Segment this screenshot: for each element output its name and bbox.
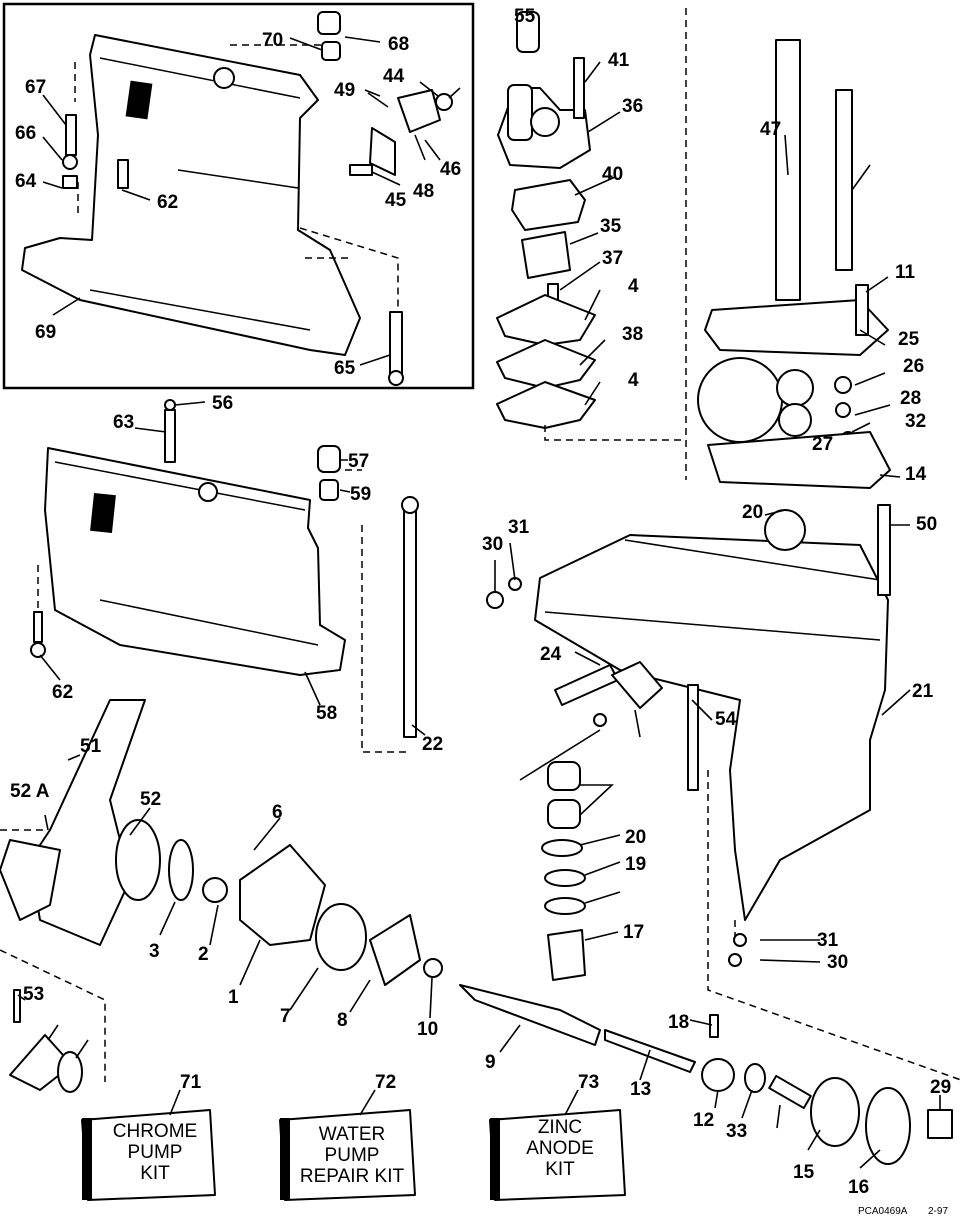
gearcase bbox=[486, 504, 891, 921]
callout: 59 bbox=[350, 484, 371, 505]
callout: 57 bbox=[348, 451, 369, 472]
callout: 33 bbox=[726, 1121, 747, 1142]
callout: 51 bbox=[80, 736, 102, 757]
callout: 32 bbox=[905, 411, 926, 432]
callout: 7 bbox=[280, 1006, 291, 1027]
callout: 16 bbox=[848, 1177, 869, 1198]
kit-71-number: 71 bbox=[180, 1072, 202, 1093]
drawing-date: 2-97 bbox=[928, 1206, 948, 1217]
callout: 2 bbox=[198, 944, 209, 965]
kit-72-number: 72 bbox=[375, 1072, 396, 1093]
kit-boxes bbox=[81, 1109, 626, 1201]
drawing-code: PCA0469A bbox=[858, 1206, 908, 1217]
kit-73-line2: ANODE bbox=[526, 1138, 594, 1159]
callout: 38 bbox=[622, 324, 643, 345]
kit-labels: 71 CHROME PUMP KIT 72 WATER PUMP REPAIR … bbox=[113, 1072, 599, 1187]
callout: 30 bbox=[827, 952, 848, 973]
callout: 13 bbox=[630, 1079, 651, 1100]
callout: 37 bbox=[602, 248, 623, 269]
callout: 63 bbox=[113, 412, 134, 433]
callout: 26 bbox=[903, 356, 924, 377]
callout: 35 bbox=[600, 216, 622, 237]
callout: 50 bbox=[916, 514, 937, 535]
callout: 6 bbox=[272, 802, 283, 823]
callout: 22 bbox=[422, 734, 443, 755]
inset-small-parts bbox=[62, 11, 453, 386]
callout: 62 bbox=[157, 192, 178, 213]
callout: 53 bbox=[23, 984, 44, 1005]
callout: 20 bbox=[742, 502, 763, 523]
callout: 20 bbox=[625, 827, 646, 848]
callout: 18 bbox=[668, 1012, 689, 1033]
callout: 19 bbox=[625, 854, 646, 875]
callout: 8 bbox=[337, 1010, 348, 1031]
callout: 49 bbox=[334, 80, 355, 101]
water-pump-parts bbox=[496, 11, 596, 429]
callout: 31 bbox=[508, 517, 530, 538]
callout: 12 bbox=[693, 1110, 714, 1131]
callout: 52 A bbox=[10, 781, 50, 802]
callout-numbers: 68 70 67 66 64 62 49 44 45 48 46 69 65 5… bbox=[10, 6, 951, 1198]
callout: 17 bbox=[623, 922, 644, 943]
inset-exhaust-housing bbox=[21, 34, 361, 356]
inset-frame bbox=[2, 2, 475, 390]
kit-73-line3: KIT bbox=[545, 1159, 575, 1180]
callout: 65 bbox=[334, 358, 356, 379]
callout: 28 bbox=[900, 388, 921, 409]
kit-71-line1: CHROME bbox=[113, 1121, 197, 1142]
callout: 46 bbox=[440, 159, 461, 180]
callout: 47 bbox=[760, 119, 781, 140]
callout: 4 bbox=[628, 370, 639, 391]
callout: 45 bbox=[385, 190, 407, 211]
kit-72-line1: WATER bbox=[319, 1124, 386, 1145]
callout: 66 bbox=[15, 123, 36, 144]
callout: 55 bbox=[514, 6, 536, 27]
callout: 14 bbox=[905, 464, 927, 485]
callout: 52 bbox=[140, 789, 161, 810]
callout: 15 bbox=[793, 1162, 815, 1183]
callout: 70 bbox=[262, 30, 283, 51]
callout: 29 bbox=[930, 1077, 951, 1098]
callout: 9 bbox=[485, 1052, 496, 1073]
pinion-stack bbox=[541, 761, 747, 981]
callout: 24 bbox=[540, 644, 562, 665]
callout: 21 bbox=[912, 681, 934, 702]
kit-71-line3: KIT bbox=[140, 1163, 170, 1184]
callout: 1 bbox=[228, 987, 239, 1008]
callout: 62 bbox=[52, 682, 73, 703]
callout: 54 bbox=[715, 709, 737, 730]
kit-71-line2: PUMP bbox=[128, 1142, 183, 1163]
callout: 11 bbox=[895, 262, 916, 283]
callout: 58 bbox=[316, 703, 337, 724]
leader-lines bbox=[17, 36, 941, 1169]
callout: 44 bbox=[383, 66, 405, 87]
callout: 31 bbox=[817, 930, 839, 951]
driveshaft-parts bbox=[697, 39, 891, 489]
kit-72-line2: PUMP bbox=[325, 1145, 380, 1166]
callout: 36 bbox=[622, 96, 643, 117]
callout: 10 bbox=[417, 1019, 438, 1040]
callout: 30 bbox=[482, 534, 503, 555]
callout: 40 bbox=[602, 164, 623, 185]
callout: 67 bbox=[25, 77, 46, 98]
callout: 48 bbox=[413, 181, 434, 202]
callout: 56 bbox=[212, 393, 233, 414]
callout: 68 bbox=[388, 34, 409, 55]
kit-73-line1: ZINC bbox=[538, 1117, 582, 1138]
callout: 25 bbox=[898, 329, 920, 350]
callout: 69 bbox=[35, 322, 56, 343]
callout: 64 bbox=[15, 171, 37, 192]
exhaust-housing bbox=[30, 399, 419, 738]
kit-73-number: 73 bbox=[578, 1072, 599, 1093]
callout: 27 bbox=[812, 434, 833, 455]
kit-72-line3: REPAIR KIT bbox=[300, 1166, 405, 1187]
callout: 4 bbox=[628, 276, 639, 297]
callout: 3 bbox=[149, 941, 160, 962]
callout: 41 bbox=[608, 50, 630, 71]
